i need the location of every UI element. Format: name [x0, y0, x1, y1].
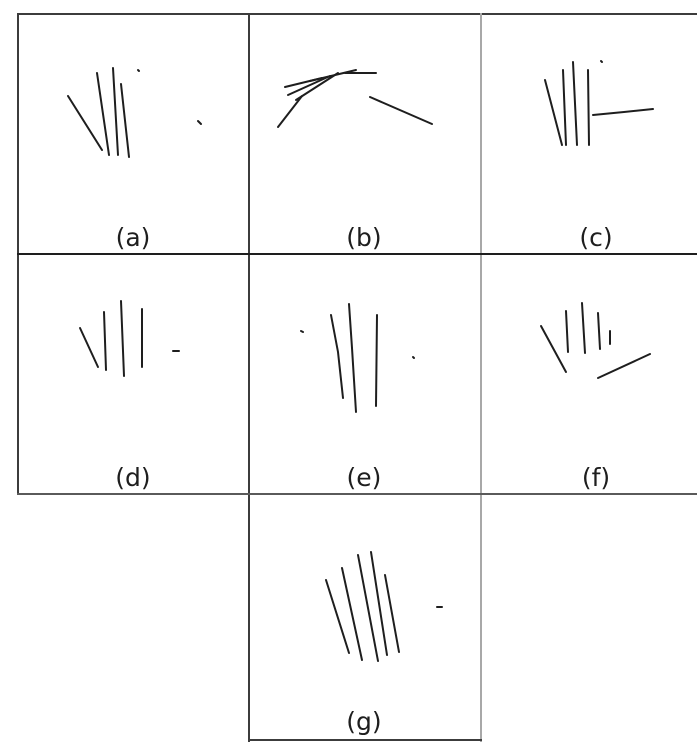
caption-e: (e): [347, 463, 382, 492]
panel-d: (d): [79, 300, 180, 492]
panel-e: (e): [300, 303, 415, 492]
panel-b: (b): [277, 69, 433, 252]
sketch-strokes-f: [540, 302, 651, 379]
sketch-strokes-a: [67, 67, 202, 158]
sketch-strokes-d: [79, 300, 180, 377]
caption-a: (a): [116, 223, 151, 252]
grid-borders: [17, 13, 697, 742]
sketch-strokes-c: [544, 60, 654, 146]
caption-d: (d): [115, 463, 150, 492]
sketch-strokes-b: [277, 69, 433, 128]
panel-a: (a): [67, 67, 202, 252]
panel-f: (f): [540, 302, 651, 492]
caption-c: (c): [579, 223, 612, 252]
caption-f: (f): [582, 463, 610, 492]
caption-g: (g): [346, 707, 381, 736]
panel-c: (c): [544, 60, 654, 252]
sketch-strokes-e: [300, 303, 415, 413]
sketch-strokes-g: [325, 551, 443, 662]
panel-g: (g): [325, 551, 443, 736]
caption-b: (b): [346, 223, 381, 252]
